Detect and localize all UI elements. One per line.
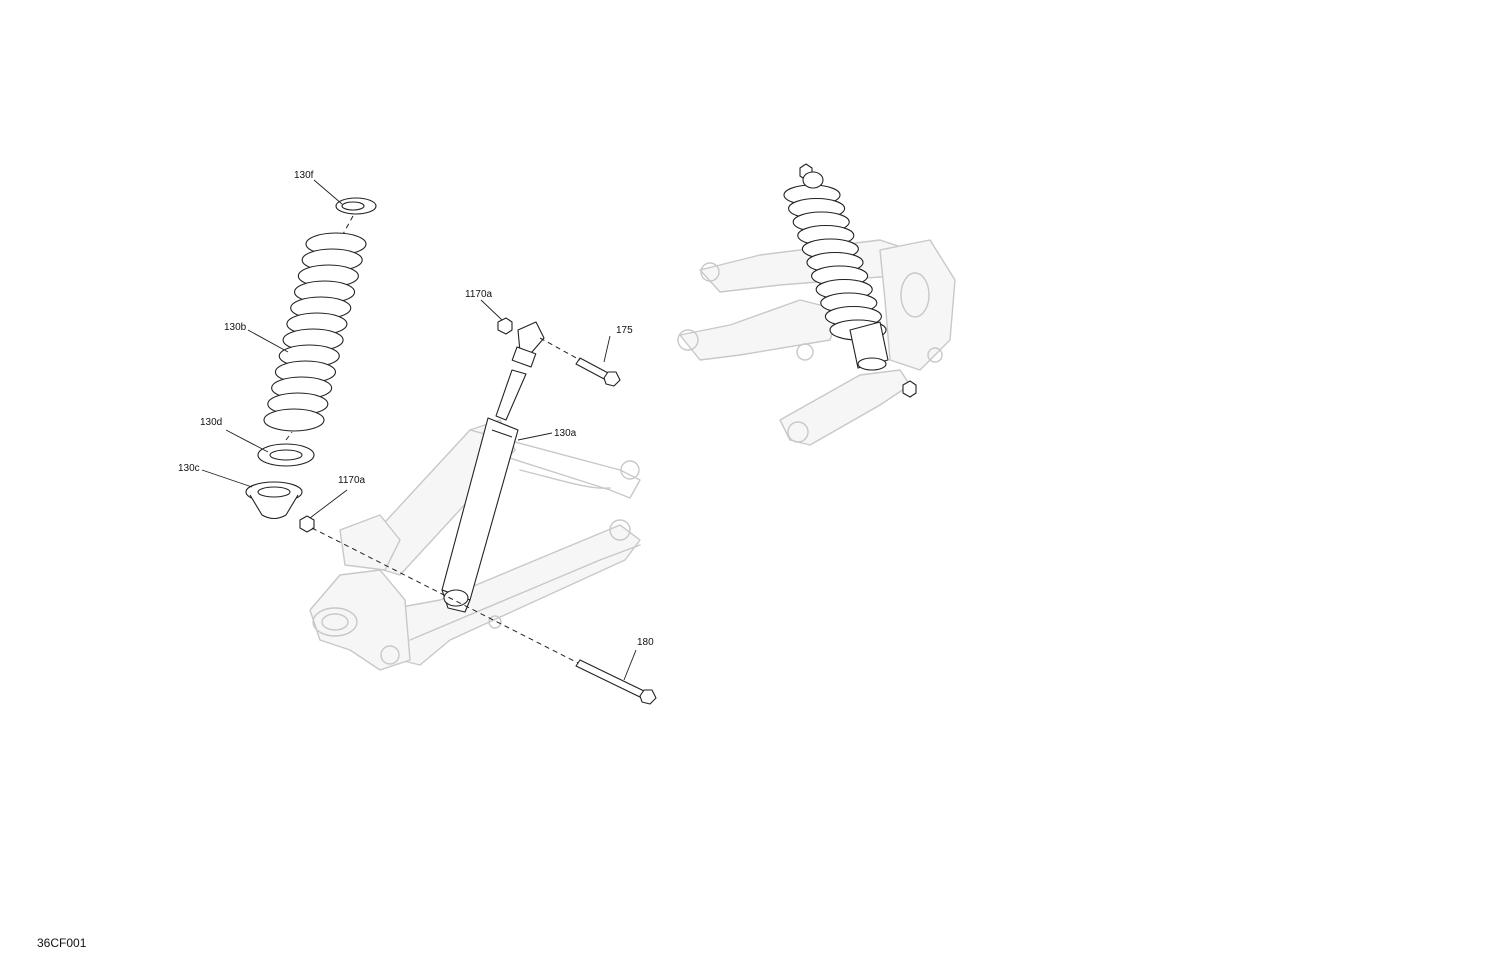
assembled-shock-part (783, 163, 917, 398)
callout-spring-clip: 130f (294, 170, 314, 181)
swing-arm-assembly-ghost (309, 419, 641, 671)
callout-adjuster-ring: 130c (178, 463, 200, 474)
nut-upper-part (497, 317, 513, 335)
bolt-upper-part (539, 337, 621, 387)
callout-spring: 130b (224, 322, 247, 333)
callout-bolt-lower: 180 (637, 637, 654, 648)
callout-nut-upper: 1170a (465, 289, 493, 300)
nut-lower-part (299, 515, 315, 533)
leader-lines-left (201, 179, 637, 681)
assembled-suspension-ghost (677, 239, 956, 446)
spring-seat-part (257, 431, 315, 467)
callout-shock-body: 130a (554, 428, 577, 439)
adjuster-ring-part (245, 481, 303, 520)
callout-nut-lower: 1170a (338, 475, 366, 486)
callout-spring-seat: 130d (200, 417, 222, 428)
spring-clip-part (335, 197, 377, 237)
spring-coil (263, 408, 325, 432)
bolt-lower-part (311, 527, 657, 705)
figure-code: 36CF001 (37, 936, 87, 950)
coil-spring-part (263, 232, 367, 432)
shock-absorber-part (441, 321, 545, 613)
callout-bolt-upper: 175 (616, 325, 633, 336)
